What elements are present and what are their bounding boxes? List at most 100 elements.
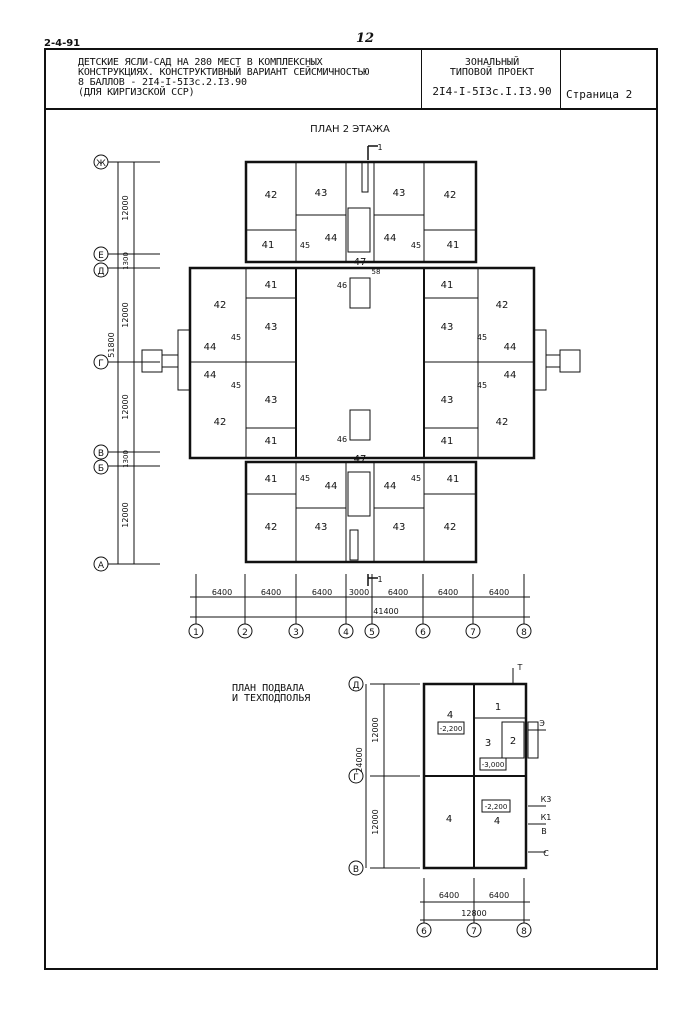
room-number: 47 [354, 454, 367, 465]
dim-label: 6400 [312, 588, 332, 597]
dim-total: 51800 [107, 332, 116, 357]
axis-label: В [353, 865, 359, 875]
axis-label: 8 [521, 628, 527, 638]
room-number: 43 [441, 395, 454, 406]
stair-top [347, 207, 371, 253]
title-block-divider [560, 48, 561, 110]
stair-bottom-small [349, 529, 359, 561]
room-number: 3 [485, 738, 491, 749]
axis-label: 5 [369, 628, 375, 638]
axis-label: 8 [521, 927, 527, 937]
stair-left [141, 349, 163, 373]
room-number: 41 [447, 474, 460, 485]
room-number: 42 [496, 300, 509, 311]
axis-bubble [364, 623, 380, 639]
project-line: ЗОНАЛЬНЫЙ [464, 57, 520, 68]
room-number: 4 [494, 816, 500, 827]
room-number: 42 [496, 417, 509, 428]
room-number: 58 [372, 268, 381, 276]
dim-total: 12800 [461, 909, 486, 918]
level-box [437, 721, 465, 735]
dim-label: 3000 [349, 588, 369, 597]
room-number: 2 [510, 736, 516, 747]
axis-bubble [93, 444, 109, 460]
room-number: 45 [231, 333, 241, 342]
room-number: 43 [315, 522, 328, 533]
drawing-frame [44, 48, 658, 970]
room-number: 43 [393, 188, 406, 199]
axis-bubble [188, 623, 204, 639]
page-number: 12 [356, 31, 375, 46]
dim-label: 6400 [489, 588, 509, 597]
utility-mark: С [543, 849, 549, 858]
room-number: 45 [300, 474, 310, 483]
room-number: 44 [325, 481, 338, 492]
room-number: 45 [477, 333, 487, 342]
room-number: 45 [411, 241, 421, 250]
room-number: 43 [265, 322, 278, 333]
dim-label: 6400 [388, 588, 408, 597]
room-number: 46 [337, 281, 347, 290]
side-porch-right [533, 329, 547, 391]
level-mark: -2,200 [440, 725, 463, 733]
axis-bubble [93, 459, 109, 475]
axis-bubble [288, 623, 304, 639]
dim-label: 6400 [489, 891, 509, 900]
axis-label: А [98, 561, 105, 571]
corridor-stair [349, 409, 371, 441]
room-number: 41 [265, 280, 278, 291]
room-number: 42 [214, 417, 227, 428]
title-block [44, 48, 658, 110]
utility-mark: Т [517, 663, 523, 672]
axis-label: Д [97, 267, 104, 277]
level-box [481, 799, 511, 813]
basement-stair [527, 721, 539, 759]
room-number: 43 [315, 188, 328, 199]
dim-label: 12000 [371, 717, 380, 742]
room-number: 44 [384, 233, 397, 244]
title-line: (ДЛЯ КИРГИЗСКОЙ ССР) [78, 87, 195, 98]
room-number: 45 [300, 241, 310, 250]
axis-label: Г [98, 359, 104, 369]
project-line: ТИПОВОЙ ПРОЕКТ [449, 67, 535, 78]
dim-label: 1300 [122, 450, 130, 468]
sheet-code: 2-4-91 [44, 38, 81, 49]
room-number: 44 [384, 481, 397, 492]
axis-bubble [348, 768, 364, 784]
axis-label: 7 [470, 628, 476, 638]
room-number: 41 [441, 436, 454, 447]
dim-total: 24000 [355, 747, 364, 772]
dim-label: 1300 [122, 252, 130, 270]
middle-block-wall [188, 266, 536, 460]
bottom-wing-wall [244, 460, 478, 564]
axis-bubble [516, 922, 532, 938]
document-title: ДЕТСКИЕ ЯСЛИ-САД НА 280 МЕСТ В КОМПЛЕКСН… [78, 58, 418, 98]
level-mark: -3,000 [482, 761, 505, 769]
title-line: КОНСТРУКЦИЯХ. КОНСТРУКТИВНЫЙ ВАРИАНТ СЕЙ… [78, 67, 370, 78]
axis-label: 1 [193, 628, 199, 638]
utility-mark: К1 [541, 813, 552, 822]
dim-label: 12000 [121, 502, 130, 527]
room-number: 43 [265, 395, 278, 406]
axis-label: 6 [421, 927, 427, 937]
axis-label: 7 [471, 927, 477, 937]
axis-bubble [348, 676, 364, 692]
room-number: 44 [504, 342, 517, 353]
room-number: 42 [444, 190, 457, 201]
room-number: 45 [477, 381, 487, 390]
title-line: ДЕТСКИЕ ЯСЛИ-САД НА 280 МЕСТ В КОМПЛЕКСН… [78, 57, 323, 68]
axis-label: 6 [420, 628, 426, 638]
dim-label: 12000 [121, 394, 130, 419]
utility-mark: Э [539, 719, 545, 728]
project-type: ЗОНАЛЬНЫЙ ТИПОВОЙ ПРОЕКТ [428, 58, 556, 78]
room-number: 4 [447, 710, 453, 721]
axis-bubble [93, 354, 109, 370]
room-number: 44 [325, 233, 338, 244]
axis-label: В [98, 449, 104, 459]
room-number: 42 [265, 190, 278, 201]
title-block-divider [421, 48, 422, 110]
title-line: 8 БАЛЛОВ - 2I4-I-5I3с.2.I3.90 [78, 77, 247, 88]
axis-label: Г [353, 773, 359, 783]
axis-bubble [237, 623, 253, 639]
